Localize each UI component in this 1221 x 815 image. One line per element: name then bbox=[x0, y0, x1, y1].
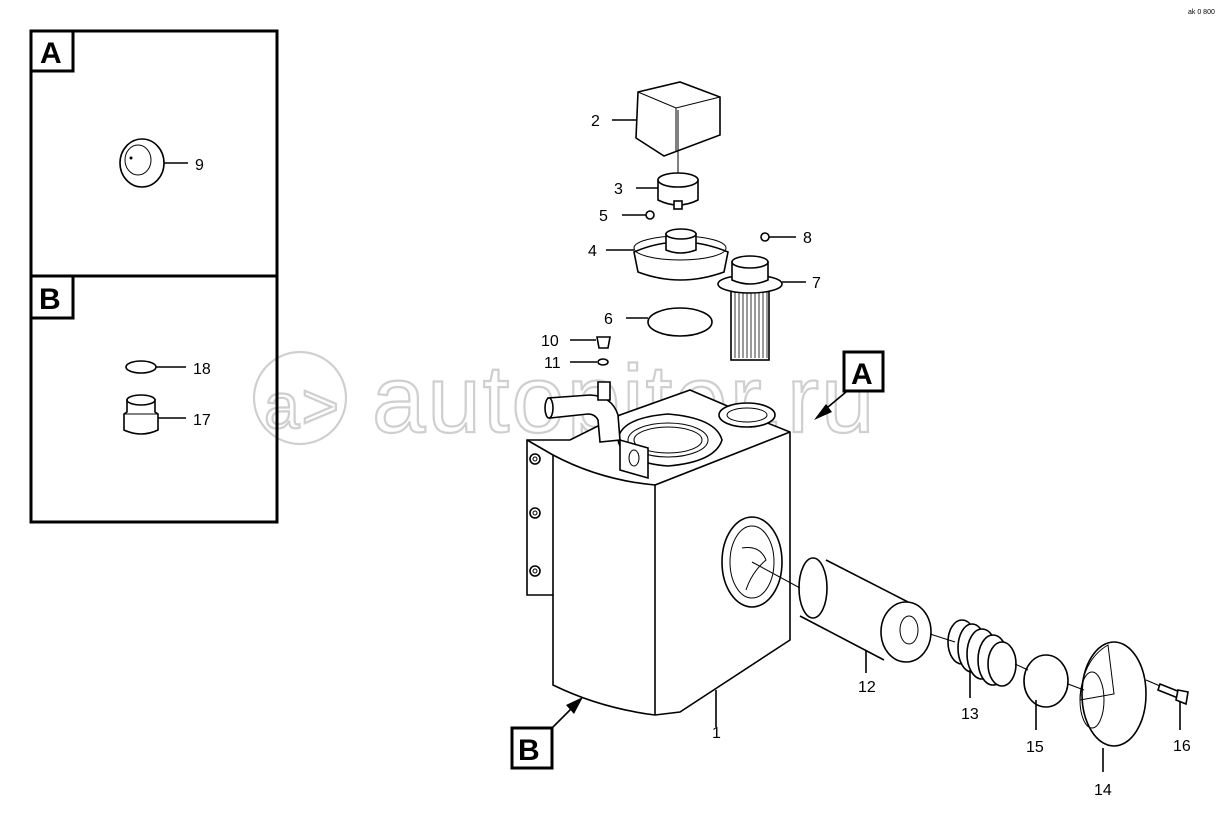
label-9: 9 bbox=[195, 157, 204, 174]
view-marker-b: B bbox=[510, 697, 583, 770]
detail-box-b: B 18 17 bbox=[29, 274, 279, 524]
pipe-elbow bbox=[544, 381, 621, 443]
view-marker-a: A bbox=[814, 350, 885, 420]
part-16-bolt bbox=[1157, 682, 1189, 730]
detail-box-a-letter: A bbox=[40, 37, 62, 70]
part-13-spring bbox=[947, 619, 1017, 698]
part-5-screw bbox=[622, 210, 655, 220]
label-2: 2 bbox=[591, 113, 600, 130]
label-14: 14 bbox=[1094, 782, 1112, 799]
part-14-cover-plate bbox=[1079, 641, 1147, 772]
part-7-breather-filter bbox=[717, 255, 806, 361]
part-17-plug bbox=[123, 394, 186, 435]
label-4: 4 bbox=[588, 243, 597, 260]
part-11-ring bbox=[570, 358, 609, 366]
view-marker-a-letter: A bbox=[851, 358, 873, 391]
label-17: 17 bbox=[193, 412, 211, 429]
label-11: 11 bbox=[544, 355, 561, 372]
part-10-plug bbox=[570, 336, 611, 349]
view-marker-b-letter: B bbox=[518, 734, 540, 767]
detail-box-a: A 9 bbox=[29, 29, 279, 278]
part-18-seal bbox=[125, 360, 186, 374]
label-8: 8 bbox=[803, 230, 812, 247]
label-15: 15 bbox=[1026, 739, 1044, 756]
label-12: 12 bbox=[858, 679, 876, 696]
part-8-screw bbox=[760, 232, 796, 242]
label-6: 6 bbox=[604, 311, 613, 328]
label-10: 10 bbox=[541, 333, 559, 350]
part-12-filter-element bbox=[798, 557, 932, 673]
label-16: 16 bbox=[1173, 738, 1191, 755]
label-1: 1 bbox=[712, 725, 721, 742]
label-7: 7 bbox=[812, 275, 821, 292]
part-6-gasket bbox=[626, 307, 713, 337]
part-15-gasket bbox=[1023, 654, 1069, 730]
label-5: 5 bbox=[599, 208, 608, 225]
corner-code: ak 0 800 bbox=[1188, 9, 1215, 16]
detail-box-b-letter: B bbox=[39, 283, 61, 316]
part-1-tank bbox=[526, 389, 791, 727]
part-2-cover bbox=[612, 81, 721, 178]
part-4-flange bbox=[606, 228, 729, 281]
label-3: 3 bbox=[614, 181, 623, 198]
label-18: 18 bbox=[193, 361, 211, 378]
part-9-cap bbox=[119, 138, 188, 188]
part-3-filter-head bbox=[636, 172, 699, 210]
label-13: 13 bbox=[961, 706, 979, 723]
